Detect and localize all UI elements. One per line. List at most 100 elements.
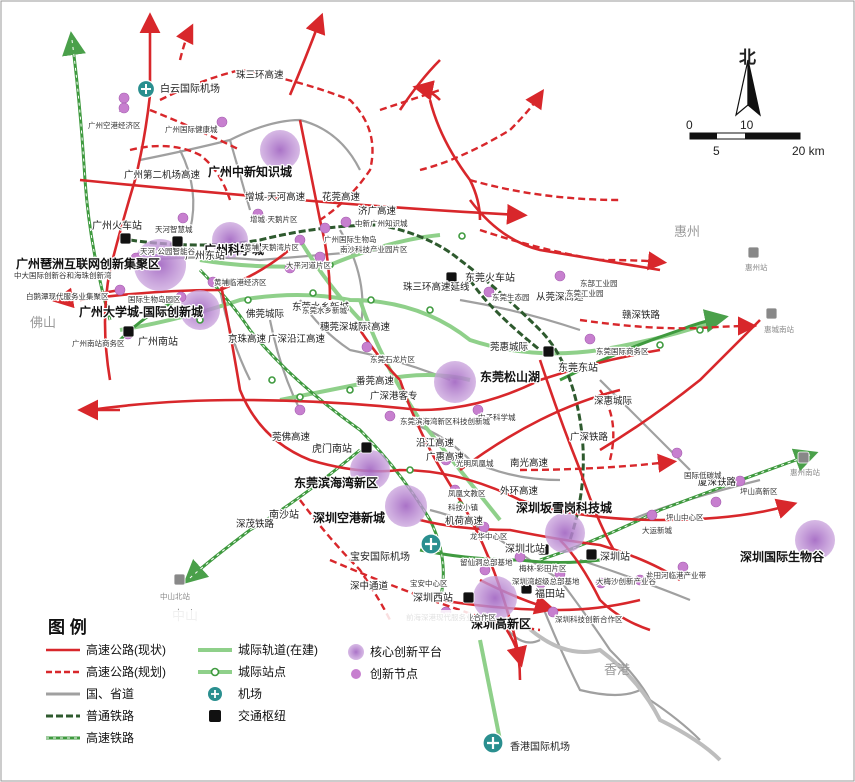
legend-item: 创新节点 xyxy=(370,666,418,681)
node-label: 东莞工业园 xyxy=(566,288,604,298)
node-label: 梅林-彩田片区 xyxy=(519,563,567,573)
platform-bantian xyxy=(545,513,585,553)
legend-item: 城际轨道(在建) xyxy=(238,643,318,657)
node-label: 中大国际创新谷和海珠创新湾 xyxy=(14,270,112,280)
label-pazhou: 广州琶洲互联网创新集聚区 xyxy=(16,256,160,271)
node-label: 大梅沙创新产业谷 xyxy=(596,576,656,586)
label-hkia: 香港国际机场 xyxy=(510,740,570,753)
road-label: 京珠高速 xyxy=(228,333,267,345)
label-daxuecheng: 广州大学城-国际创新城 xyxy=(79,304,203,319)
normal-rail xyxy=(129,223,585,541)
road-label: 花莞高速 xyxy=(322,191,361,203)
node-label: 坪山中心区 xyxy=(666,512,704,522)
region-huizhou: 惠州 xyxy=(674,224,700,239)
scale-tick-label: 20 km xyxy=(792,144,825,158)
hub-icon xyxy=(209,710,221,722)
road-label: 增城-天河高速 xyxy=(245,191,306,203)
road-label: 佛莞城际 xyxy=(246,308,285,320)
node-pin xyxy=(118,102,130,114)
label-songshanhu: 东莞松山湖 xyxy=(480,369,540,384)
legend-title: 图 例 xyxy=(48,617,87,637)
label-gz-east: 广州东站 xyxy=(185,249,225,262)
label-hz-south: 惠城南站 xyxy=(764,324,794,334)
node-label: 南沙科技产业园片区 xyxy=(340,244,408,254)
road-label: 从莞深高速 xyxy=(536,291,584,303)
platform-kexue xyxy=(212,222,248,258)
road-label: 外环高速 xyxy=(500,485,539,497)
legend-item: 普通铁路 xyxy=(86,708,134,723)
node-label: 坪山高新区 xyxy=(740,486,778,496)
region-hongkong: 香港 xyxy=(604,662,630,677)
label-sz-north: 深圳北站 xyxy=(505,542,545,555)
platform-labels: 广州中新知识城 广州科学城 广州琶洲互联网创新集聚区 广州大学城-国际创新城 东… xyxy=(15,163,827,633)
airport-icon xyxy=(482,732,504,754)
label-hz-station: 惠州站 xyxy=(745,262,768,272)
node-label: 增城·天鹅片区 xyxy=(250,214,298,224)
road-label: 珠三环高速 xyxy=(236,69,284,81)
node-label: 盐田河临港产业带 xyxy=(646,570,706,580)
node-label: 国际低碳城 xyxy=(684,470,722,480)
road-label: 穗莞深城际 xyxy=(320,321,368,333)
node-label: 广州空港经济区 xyxy=(88,120,141,130)
node-label: 大平河道片区 xyxy=(286,260,331,270)
platform-binhaiwan xyxy=(350,450,390,490)
label-baiyun: 白云国际机场 xyxy=(160,82,220,95)
road-labels: 珠三环高速 广州第二机场高速 增城-天河高速 花莞高速 济广高速 京珠高速 广深… xyxy=(123,68,738,594)
airport-icon xyxy=(420,533,442,555)
road-label: 广深港客专 xyxy=(370,390,418,402)
legend-item: 核心创新平台 xyxy=(370,644,442,659)
road-label: 莞佛高速 xyxy=(272,431,311,443)
road-label: 珠三环高速延线 xyxy=(403,281,470,293)
label-gaoxinqu: 深圳高新区 xyxy=(471,616,531,631)
node-label: 深圳湾超级总部基地 xyxy=(512,576,580,586)
label-nansha: 南沙站 xyxy=(269,508,299,521)
scale-tick-label: 5 xyxy=(713,144,720,158)
label-sz-west: 深圳西站 xyxy=(413,591,453,604)
highway-planned xyxy=(129,23,758,632)
legend-item: 高速公路(现状) xyxy=(86,642,166,657)
node-label: 宝安中心区 xyxy=(410,578,448,588)
platform-daxuecheng xyxy=(180,290,220,330)
airport-icon xyxy=(208,687,222,701)
node-labels: 广州空港经济区 广州国际健康城 天河智慧城 天河·公园智能谷 中大国际创新谷和海… xyxy=(13,119,779,626)
core-platforms xyxy=(134,130,835,620)
node-label: 凤凰文教区 xyxy=(448,488,486,498)
label-sz-station: 深圳站 xyxy=(600,550,630,563)
platform-shengwugu xyxy=(795,520,835,560)
node-label: 东莞滨海湾新区科技创新城 xyxy=(400,416,490,426)
road-label: 广深沿江高速 xyxy=(268,333,326,345)
node-label: 留仙洞总部基地 xyxy=(460,557,513,567)
label-konggang: 深圳空港新城 xyxy=(313,510,385,525)
label-zhongxin: 广州中新知识城 xyxy=(208,164,292,179)
region-foshan: 佛山 xyxy=(30,315,56,330)
platform-songshanhu xyxy=(434,361,476,403)
legend-item: 交通枢纽 xyxy=(238,708,286,723)
intercity-stations xyxy=(196,232,704,509)
label-hz-south2: 惠州南站 xyxy=(790,467,820,477)
label-bantian: 深圳坂雪岗科技城 xyxy=(516,500,612,515)
legend-item: 国、省道 xyxy=(86,687,134,701)
node-label: 广州国际健康城 xyxy=(165,124,218,134)
platform-gaoxinqu xyxy=(473,576,517,620)
road-label: 深惠城际 xyxy=(594,395,633,407)
station-labels: 白云国际机场 宝安国际机场 香港国际机场 广州火车站 广州东站 广州南站 东莞火… xyxy=(91,81,632,755)
node-label: 东部工业园 xyxy=(580,278,618,288)
transport-hubs xyxy=(119,232,810,604)
node-label: 深圳科技创新合作区 xyxy=(555,614,623,624)
node-label: 科技小镇 xyxy=(448,502,478,512)
label-futian: 福田站 xyxy=(535,587,565,600)
north-arrow-icon xyxy=(735,59,761,117)
node-label: 大运新城 xyxy=(642,525,672,535)
label-dg-east: 东莞东站 xyxy=(558,361,598,374)
label-zs-north: 中山北站 xyxy=(160,591,190,601)
road-label: 广惠高速 xyxy=(426,451,465,463)
legend: 图 例 高速公路(现状) 高速公路(规划) 国、省道 普通铁路 高速铁路 城际轨… xyxy=(30,610,470,760)
road-label: 广深铁路 xyxy=(570,431,609,443)
airport-icon xyxy=(136,79,156,99)
node-label: 龙华中心区 xyxy=(470,531,508,541)
node-label: 东莞石龙片区 xyxy=(370,354,415,364)
north-label: 北 xyxy=(739,48,756,67)
road-label: 深中通道 xyxy=(350,580,389,592)
